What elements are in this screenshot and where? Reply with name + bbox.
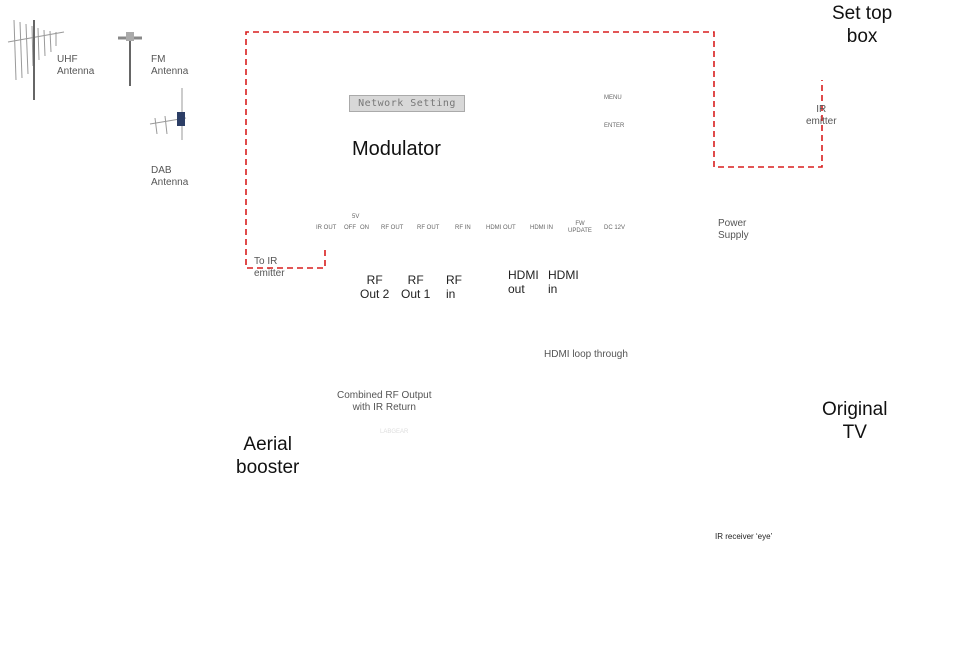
- enter-button-label: ENTER: [604, 123, 625, 129]
- to-ir-emitter-label: To IR emitter: [254, 256, 285, 279]
- ir-emitter-label: IR emitter: [806, 104, 837, 127]
- modulator-title: Modulator: [352, 138, 441, 160]
- port-label-5v: 5V: [352, 214, 360, 220]
- port-label-fw-update: FW UPDATE: [568, 221, 592, 234]
- rf-out-1-label: RF Out 1: [401, 273, 431, 301]
- modulator-lcd: Network Setting: [349, 95, 465, 112]
- fm-antenna-label: FM Antenna: [151, 54, 189, 77]
- port-label-on: ON: [360, 225, 369, 231]
- aerial-booster-title: Aerial booster: [236, 434, 300, 478]
- dab-antenna-icon: [149, 88, 187, 140]
- port-label-dc-12v: DC 12V: [604, 225, 626, 231]
- port-label-rf-out-2: RF OUT: [381, 225, 404, 231]
- port-label-off: OFF: [344, 225, 356, 231]
- uhf-antenna-label: UHF Antenna: [57, 54, 95, 77]
- booster-brand: LABGEAR: [380, 429, 409, 435]
- set-top-box-title: Set top box: [832, 3, 893, 47]
- uhf-antenna-icon: [7, 19, 65, 100]
- port-label-hdmi-in: HDMI IN: [530, 225, 553, 231]
- dab-antenna-label: DAB Antenna: [151, 165, 189, 188]
- port-label-ir-out: IR OUT: [316, 225, 337, 231]
- port-label-rf-out-1: RF OUT: [417, 225, 440, 231]
- combined-rf-label: Combined RF Output with IR Return: [337, 390, 432, 413]
- port-label-hdmi-out: HDMI OUT: [486, 225, 516, 231]
- ir-receiver-label: IR receiver ‘eye’: [715, 532, 773, 541]
- hdmi-in-label: HDMI in: [548, 268, 579, 296]
- original-tv-label: Original TV: [822, 399, 888, 443]
- port-label-rf-in: RF IN: [455, 225, 471, 231]
- hdmi-loop-label: HDMI loop through: [544, 349, 628, 360]
- menu-button-label: MENU: [604, 95, 622, 101]
- fm-antenna-icon: [118, 32, 142, 86]
- rf-out-2-label: RF Out 2: [360, 273, 390, 301]
- hdmi-out-label: HDMI out: [508, 268, 539, 296]
- rf-in-label: RF in: [446, 273, 462, 301]
- ir-dashed-cable: [245, 31, 823, 269]
- power-supply-label: Power Supply: [718, 218, 749, 241]
